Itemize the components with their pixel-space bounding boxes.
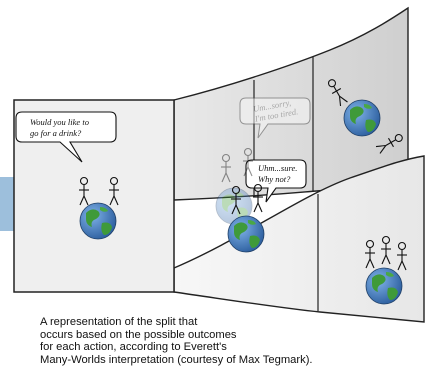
speech-question-line-2: go for a drink? bbox=[30, 128, 82, 138]
caption-line-4: Many-Worlds interpretation (courtesy of … bbox=[40, 353, 313, 366]
speech-bubble-question: Would you like to go for a drink? bbox=[15, 111, 117, 163]
panel-original-world bbox=[13, 99, 175, 293]
earth-globe bbox=[365, 267, 403, 305]
earth-globe bbox=[79, 202, 117, 240]
caption-line-2: occurs based on the possible outcomes bbox=[40, 328, 237, 341]
speech-question-line-1: Would you like to bbox=[30, 117, 89, 127]
speech-accepted-line-1: Uhm...sure. bbox=[258, 163, 297, 173]
speech-accepted-line-2: Why not? bbox=[258, 174, 291, 184]
caption-line-3: for each action, according to Everett's bbox=[40, 341, 227, 354]
caption-line-1: A representation of the split that bbox=[40, 316, 198, 328]
side-bar bbox=[0, 177, 14, 231]
earth-globe bbox=[227, 215, 265, 253]
speech-bubble-accepted: Uhm...sure. Why not? bbox=[245, 159, 307, 203]
figure-caption: A representation of the split that occur… bbox=[40, 316, 425, 366]
earth-globe bbox=[343, 99, 381, 137]
lower-branch-ribbon bbox=[173, 155, 425, 323]
svg-text:Uhm...sure. Why not?: Uhm...sure. Why not? bbox=[258, 163, 299, 184]
speech-bubble-declined: Um...sorry, I'm too tired. bbox=[239, 97, 311, 139]
svg-text:Would you like to go for: Would you like to go for a drink? bbox=[30, 117, 91, 138]
